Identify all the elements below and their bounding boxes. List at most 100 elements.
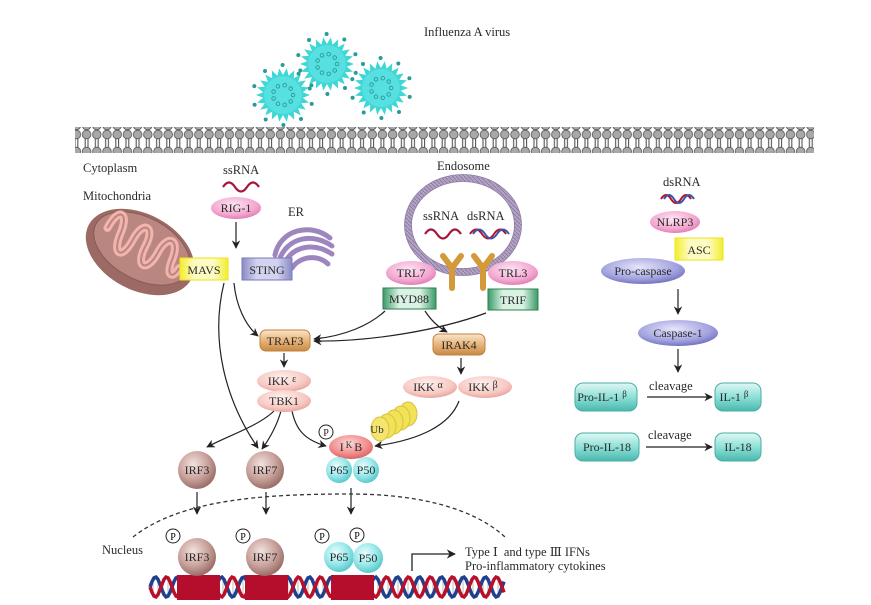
- endosome-dsrna-label: dsRNA: [467, 209, 505, 223]
- irak4-node: IRAK4: [432, 333, 486, 356]
- mitochondria-label: Mitochondria: [83, 189, 151, 203]
- sting-label: STING: [249, 263, 285, 277]
- svg-text:IRF3: IRF3: [185, 550, 210, 564]
- virus-label: Influenza A virus: [424, 25, 510, 39]
- cell-membrane: [75, 127, 814, 153]
- svg-text:IRF3: IRF3: [185, 463, 210, 477]
- il18-node: IL-18: [714, 432, 762, 462]
- svg-text:P50: P50: [359, 551, 378, 565]
- cleavage-label-1: cleavage: [649, 379, 693, 393]
- p50-nuc-node: P50: [353, 543, 383, 573]
- ubiquitin-chain-icon: Ub: [370, 401, 418, 442]
- virus-particle-icon: [252, 63, 314, 127]
- sting-node: STING: [241, 257, 293, 281]
- rig1-label: RIG-1: [221, 201, 252, 215]
- virus-particle-icon: [296, 32, 358, 96]
- inflammasome-dsrna-label: dsRNA: [663, 175, 701, 189]
- svg-text:P: P: [319, 532, 325, 543]
- mitochondria-icon: [85, 208, 195, 296]
- virus-particle-icon: [350, 56, 412, 120]
- pro-il18-node: Pro-IL-18: [574, 432, 640, 462]
- signal-arrows: [192, 282, 487, 515]
- cleavage-label-2: cleavage: [648, 428, 692, 442]
- phospho-badge-irf3: P: [165, 528, 181, 544]
- svg-text:P: P: [170, 532, 176, 543]
- influenza-virus-icon: [252, 32, 412, 127]
- phospho-badge-irf7: P: [235, 528, 251, 544]
- nlrp3-node: NLRP3: [650, 211, 700, 233]
- caspase1-node: Caspase-1: [638, 320, 718, 346]
- svg-text:P50: P50: [357, 463, 376, 477]
- myd88-node: MYD88: [382, 287, 437, 310]
- ubiquitin-label: Ub: [370, 424, 384, 436]
- svg-text:IL-18: IL-18: [724, 440, 751, 454]
- tbk1-node: TBK1: [257, 390, 311, 412]
- transcription-arrow: [411, 549, 456, 571]
- promoter-box-nfkb: [331, 575, 374, 600]
- svg-text:Caspase-1: Caspase-1: [653, 326, 702, 340]
- asc-node: ASC: [674, 237, 724, 261]
- traf3-label: TRAF3: [267, 334, 304, 348]
- svg-text:IRF7: IRF7: [253, 550, 278, 564]
- svg-text:P: P: [354, 531, 360, 542]
- inflammasome-dsrna-icon: [660, 194, 695, 204]
- rig1-node: RIG-1: [211, 197, 261, 219]
- trl3-label: TRL3: [499, 266, 528, 280]
- tlr3-receptor-icon: [471, 253, 495, 291]
- p65-cyto-node: P65: [326, 457, 352, 483]
- svg-text:IL-1β: IL-1β: [720, 389, 749, 404]
- endosome-dsrna-icon: [469, 228, 510, 240]
- trl3-node: TRL3: [488, 261, 538, 285]
- mavs-node: MAVS: [179, 257, 229, 281]
- svg-text:ASC: ASC: [687, 243, 710, 257]
- ssrna-icon: [222, 181, 260, 193]
- output-line2: Pro-inflammatory cytokines: [465, 559, 606, 573]
- ssrna-label: ssRNA: [223, 163, 259, 177]
- svg-text:Pro-IL-1β: Pro-IL-1β: [577, 389, 627, 404]
- nuclear-envelope: [132, 493, 506, 538]
- mavs-label: MAVS: [187, 263, 220, 277]
- trl7-label: TRL7: [397, 266, 426, 280]
- irf7-cyto-node: IRF7: [246, 451, 284, 489]
- irf3-cyto-node: IRF3: [178, 451, 216, 489]
- svg-text:Pro-IL-18: Pro-IL-18: [583, 440, 631, 454]
- myd88-label: MYD88: [389, 292, 429, 306]
- svg-text:NLRP3: NLRP3: [657, 215, 694, 229]
- p65-nuc-node: P65: [324, 542, 354, 572]
- endosome-icon: [404, 174, 522, 276]
- phospho-badge-p50: P: [349, 527, 365, 543]
- svg-text:P: P: [323, 428, 329, 439]
- svg-text:Pro-caspase: Pro-caspase: [614, 264, 671, 278]
- svg-text:P65: P65: [330, 463, 349, 477]
- trif-node: TRIF: [487, 288, 539, 311]
- promoter-box-irf3: [177, 575, 220, 600]
- tlr7-receptor-icon: [440, 253, 464, 291]
- trif-label: TRIF: [500, 293, 526, 307]
- p50-cyto-node: P50: [353, 457, 379, 483]
- endosome-ssrna-icon: [424, 228, 462, 240]
- endosome-ssrna-label: ssRNA: [423, 209, 459, 223]
- cytoplasm-label: Cytoplasm: [83, 161, 137, 175]
- irf3-nuc-node: IRF3: [178, 538, 216, 576]
- promoter-box-irf7: [245, 575, 288, 600]
- trl7-node: TRL7: [386, 261, 436, 285]
- irak4-label: IRAK4: [441, 338, 476, 352]
- svg-text:P: P: [240, 532, 246, 543]
- er-label: ER: [288, 205, 305, 219]
- pro-caspase-node: Pro-caspase: [601, 258, 685, 284]
- phospho-badge-p65: P: [314, 528, 330, 544]
- tbk1-label: TBK1: [269, 394, 299, 408]
- irf7-nuc-node: IRF7: [246, 538, 284, 576]
